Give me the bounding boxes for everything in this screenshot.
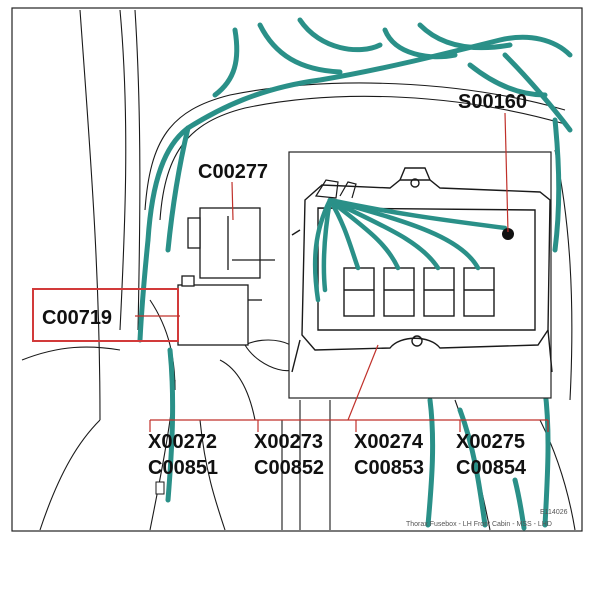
connector-c00719 [177,275,262,346]
figure-code: E114026 [540,509,568,516]
label-c00719: C00719 [42,307,112,329]
fusebox-inset [288,151,553,399]
wiring-harness [137,17,573,531]
label-x00275: X00275 [456,431,525,453]
fusebox-relays [343,267,495,317]
connector-stub [155,481,165,495]
label-c00851: C00851 [148,457,218,479]
leader-lines [135,112,549,432]
relay-c00277 [187,207,275,279]
label-x00272: X00272 [148,431,217,453]
highlight-box-c00719 [32,288,179,342]
label-s00160: S00160 [458,91,527,113]
label-c00852: C00852 [254,457,324,479]
label-c00854: C00854 [456,457,527,479]
label-x00274: X00274 [354,431,424,453]
label-x00273: X00273 [254,431,323,453]
ground-point-s00160 [502,228,514,240]
label-c00853: C00853 [354,457,424,479]
figure-caption: Thorax Fusebox - LH Front Cabin - MSS - … [406,521,552,528]
label-c00277: C00277 [198,161,268,183]
